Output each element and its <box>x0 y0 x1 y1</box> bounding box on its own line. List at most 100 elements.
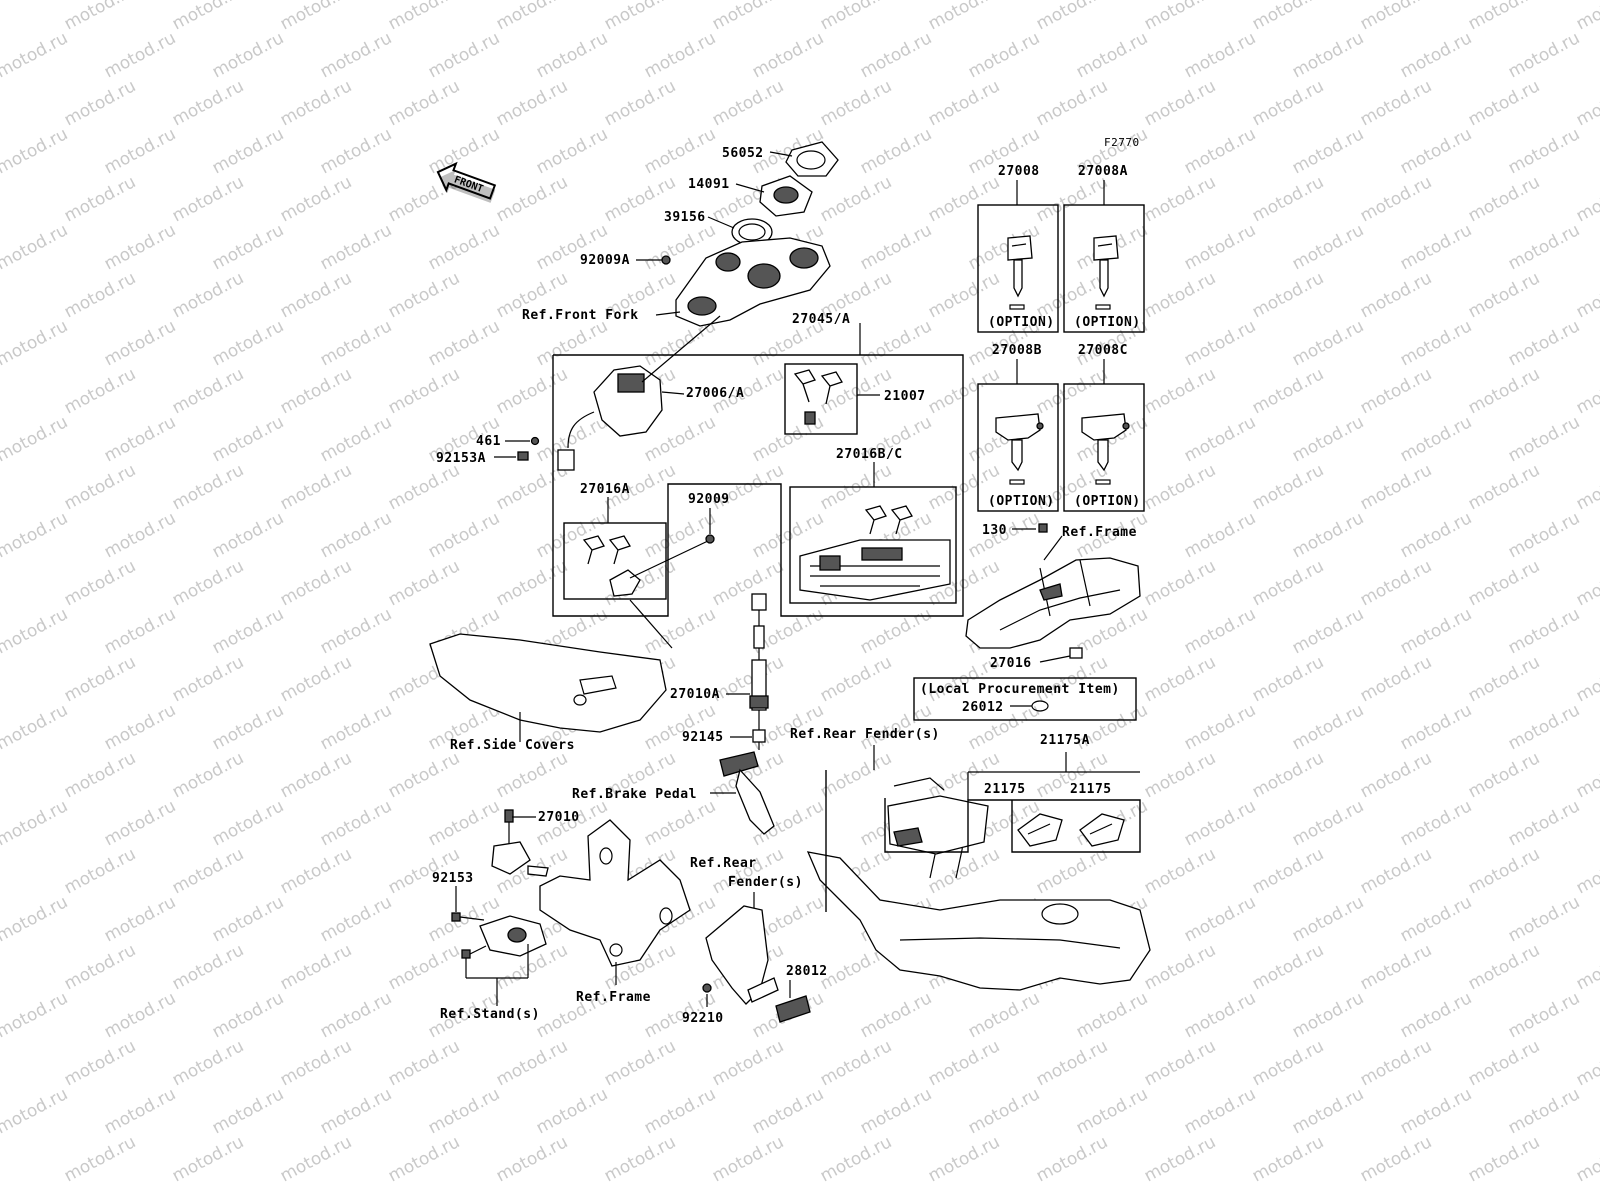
watermark-text: motod.ru <box>533 28 611 82</box>
watermark-text: motod.ru <box>1505 316 1583 370</box>
watermark-text: motod.ru <box>1505 892 1583 946</box>
watermark-text: motod.ru <box>425 1084 503 1138</box>
key-27008c-icon <box>1081 413 1130 485</box>
watermark-text: motod.ru <box>169 364 247 418</box>
watermark-text: motod.ru <box>61 1132 139 1186</box>
watermark-text: motod.ru <box>925 172 1003 226</box>
callout-ref-front-fork: Ref.Front Fork <box>522 308 639 323</box>
watermark-text: motod.ru <box>209 28 287 82</box>
watermark-text: motod.ru <box>1397 28 1475 82</box>
watermark-text: motod.ru <box>1249 364 1327 418</box>
watermark-text: motod.ru <box>1141 556 1219 610</box>
watermark-text: motod.ru <box>1141 76 1219 130</box>
watermark-text: motod.ru <box>1357 268 1435 322</box>
watermark-text: motod.ru <box>425 28 503 82</box>
watermark-text: motod.ru <box>425 508 503 562</box>
watermark-text: motod.ru <box>169 76 247 130</box>
watermark-text: motod.ru <box>641 700 719 754</box>
watermark-text: motod.ru <box>1465 844 1543 898</box>
side-cover-part <box>429 633 667 733</box>
watermark-text: motod.ru <box>1289 796 1367 850</box>
watermark-text: motod.ru <box>209 1084 287 1138</box>
watermark-text: motod.ru <box>709 1132 787 1186</box>
watermark-text: motod.ru <box>277 844 355 898</box>
watermark-text: motod.ru <box>1141 268 1219 322</box>
watermark-text: motod.ru <box>817 652 895 706</box>
callout-14091: 14091 <box>688 177 730 192</box>
watermark-text: motod.ru <box>277 364 355 418</box>
screw-461 <box>530 436 540 446</box>
watermark-text: motod.ru <box>101 892 179 946</box>
ecu-box-27016bc <box>789 486 957 604</box>
option-label-27008: (OPTION) <box>988 315 1055 330</box>
watermark-text: motod.ru <box>209 508 287 562</box>
key-set-box-21007 <box>784 363 858 435</box>
watermark-text: motod.ru <box>169 940 247 994</box>
watermark-text: motod.ru <box>925 1036 1003 1090</box>
watermark-text: motod.ru <box>0 316 71 370</box>
watermark-text: motod.ru <box>1397 412 1475 466</box>
watermark-text: motod.ru <box>317 508 395 562</box>
watermark-text: motod.ru <box>857 316 935 370</box>
watermark-text: motod.ru <box>169 268 247 322</box>
watermark-text: motod.ru <box>209 988 287 1042</box>
watermark-text: motod.ru <box>1573 460 1600 514</box>
local-procurement-box <box>913 677 1137 721</box>
watermark-text: motod.ru <box>209 604 287 658</box>
watermark-text: motod.ru <box>169 556 247 610</box>
watermark-text: motod.ru <box>385 268 463 322</box>
key-27008b-icon <box>995 413 1044 485</box>
watermark-text: motod.ru <box>641 1084 719 1138</box>
watermark-text: motod.ru <box>101 316 179 370</box>
callout-92145: 92145 <box>682 730 724 745</box>
watermark-text: motod.ru <box>0 412 71 466</box>
sidestand-switch-part <box>491 809 549 877</box>
callout-92009: 92009 <box>688 492 730 507</box>
watermark-text: motod.ru <box>317 700 395 754</box>
watermark-text: motod.ru <box>101 412 179 466</box>
watermark-text: motod.ru <box>169 748 247 802</box>
watermark-text: motod.ru <box>101 508 179 562</box>
callout-27010a: 27010A <box>670 687 720 702</box>
watermark-text: motod.ru <box>1397 604 1475 658</box>
watermark-text: motod.ru <box>1465 172 1543 226</box>
watermark-text: motod.ru <box>277 460 355 514</box>
watermark-text: motod.ru <box>61 940 139 994</box>
watermark-text: motod.ru <box>601 76 679 130</box>
watermark-text: motod.ru <box>1249 844 1327 898</box>
callout-130: 130 <box>982 523 1007 538</box>
watermark-text: motod.ru <box>101 1084 179 1138</box>
callout-92153: 92153 <box>432 871 474 886</box>
watermark-text: motod.ru <box>857 124 935 178</box>
watermark-text: motod.ru <box>0 508 71 562</box>
callout-ref-frame-right: Ref.Frame <box>1062 525 1137 540</box>
callout-92153a: 92153A <box>436 451 486 466</box>
watermark-text: motod.ru <box>1181 604 1259 658</box>
watermark-text: motod.ru <box>1397 796 1475 850</box>
watermark-text: motod.ru <box>277 1036 355 1090</box>
watermark-text: motod.ru <box>209 892 287 946</box>
callout-27008: 27008 <box>998 164 1040 179</box>
watermark-text: motod.ru <box>425 124 503 178</box>
watermark-text: motod.ru <box>533 124 611 178</box>
watermark-text: motod.ru <box>317 412 395 466</box>
watermark-text: motod.ru <box>317 1084 395 1138</box>
watermark-text: motod.ru <box>1289 1084 1367 1138</box>
watermark-text: motod.ru <box>385 76 463 130</box>
watermark-text: motod.ru <box>1141 1036 1219 1090</box>
callout-27010: 27010 <box>538 810 580 825</box>
watermark-text: motod.ru <box>61 556 139 610</box>
watermark-text: motod.ru <box>1141 364 1219 418</box>
watermark-text: motod.ru <box>61 748 139 802</box>
watermark-text: motod.ru <box>385 556 463 610</box>
frame-right-part <box>965 557 1141 649</box>
callout-27045a: 27045/A <box>792 312 850 327</box>
watermark-text: motod.ru <box>1181 220 1259 274</box>
clamp-21175-part-2 <box>1079 813 1125 847</box>
watermark-text: motod.ru <box>641 796 719 850</box>
watermark-text: motod.ru <box>1181 508 1259 562</box>
watermark-text: motod.ru <box>1181 1084 1259 1138</box>
watermark-text: motod.ru <box>209 124 287 178</box>
watermark-text: motod.ru <box>1465 748 1543 802</box>
watermark-text: motod.ru <box>1397 316 1475 370</box>
